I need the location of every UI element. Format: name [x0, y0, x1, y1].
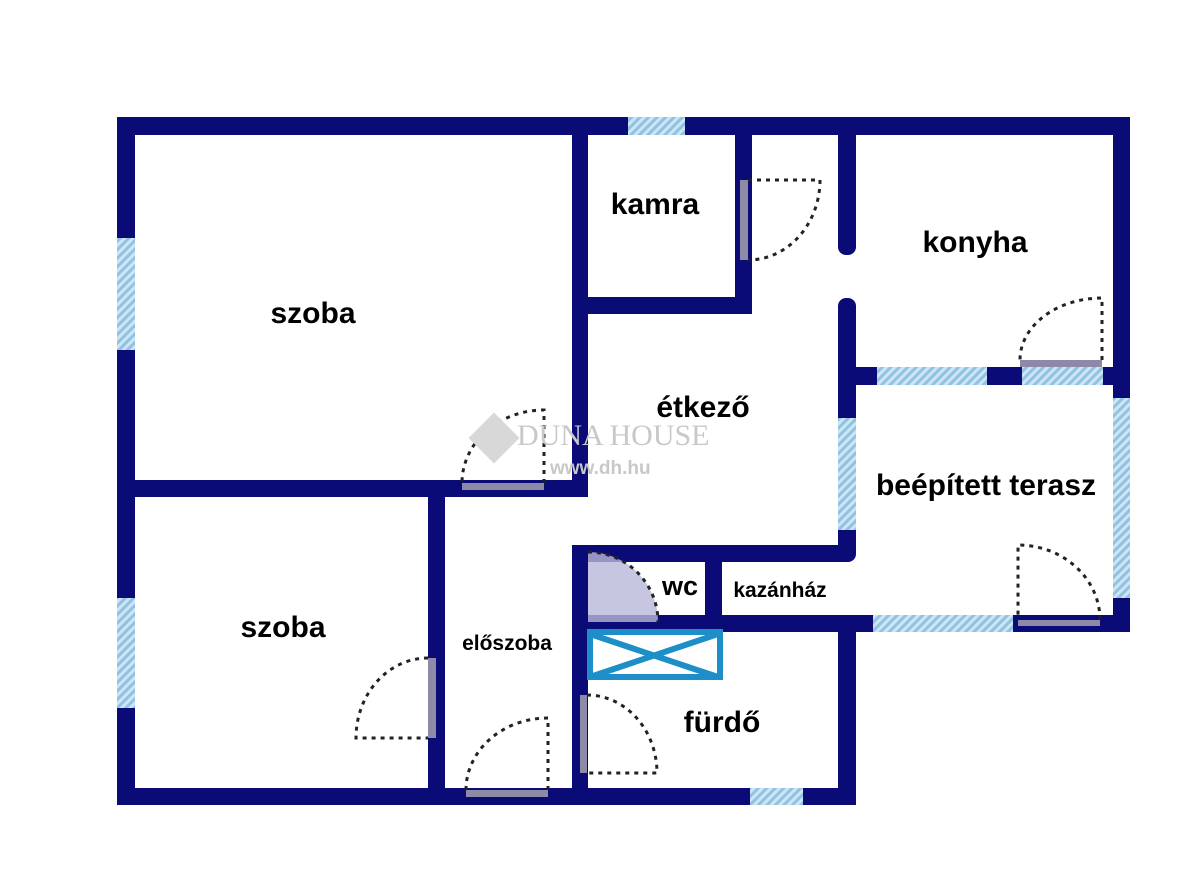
- watermark-brand: DUNA HOUSE: [517, 419, 710, 452]
- room-label-furdo: fürdő: [684, 706, 761, 739]
- walls: [117, 117, 1130, 805]
- room-label-terasz: beépített terasz: [876, 469, 1096, 502]
- room-label-kamra: kamra: [611, 188, 700, 221]
- watermark-url: www.dh.hu: [549, 458, 651, 479]
- room-label-eloszoba: előszoba: [462, 632, 552, 655]
- room-label-kazanhaz: kazánház: [733, 579, 826, 602]
- room-label-szoba-1: szoba: [270, 297, 355, 330]
- room-label-konyha: konyha: [922, 226, 1027, 259]
- windows: [117, 117, 1130, 805]
- doors: [354, 178, 1104, 797]
- shower-icon: [587, 629, 723, 680]
- room-labels: szoba kamra konyha étkező beépített tera…: [240, 188, 1096, 739]
- room-label-etkezo: étkező: [656, 391, 749, 424]
- room-label-szoba-2: szoba: [240, 611, 325, 644]
- room-label-wc: wc: [661, 571, 698, 601]
